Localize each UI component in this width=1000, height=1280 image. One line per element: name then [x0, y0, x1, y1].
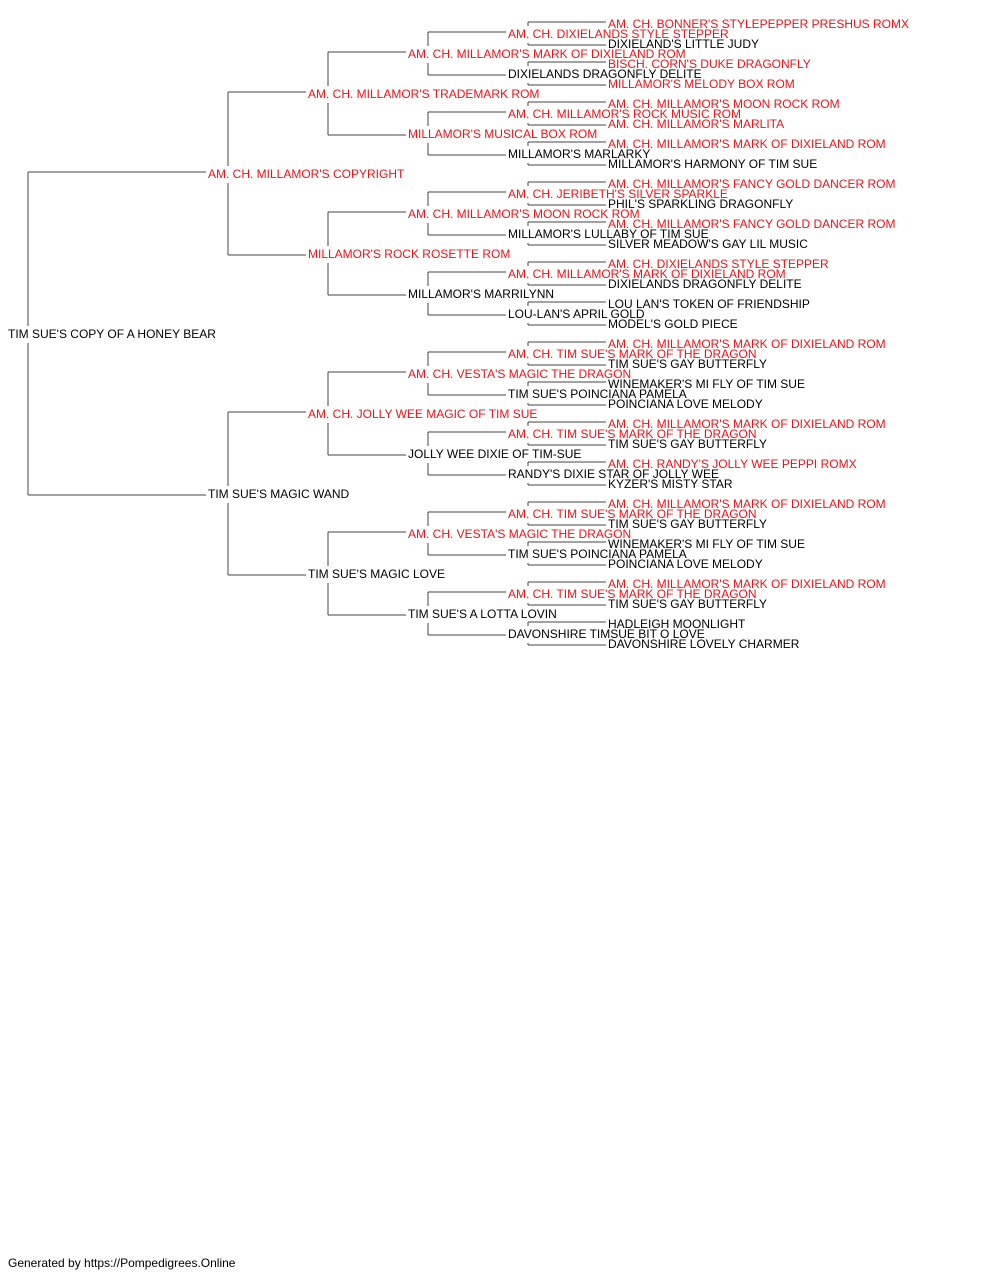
- sire-name: AM. CH. VESTA'S MAGIC THE DRAGON: [408, 367, 631, 381]
- dam-name: DIXIELANDS DRAGONFLY DELITE: [508, 67, 702, 81]
- pedigree-tree: TIM SUE'S COPY OF A HONEY BEAR AM. CH. MI…: [8, 17, 909, 651]
- sire-name: AM. CH. JERIBETH'S SILVER SPARKLE: [508, 187, 728, 201]
- sire-name: AM. CH. DIXIELANDS STYLE STEPPER: [608, 257, 829, 271]
- sire-name: AM. CH. DIXIELANDS STYLE STEPPER: [508, 27, 729, 41]
- dam-name: MILLAMOR'S LULLABY OF TIM SUE: [508, 227, 709, 241]
- sire-name: AM. CH. MILLAMOR'S FANCY GOLD DANCER ROM: [608, 217, 895, 231]
- dam-name: MILLAMOR'S MARLARKY: [508, 147, 650, 161]
- sire-name: AM. CH. BONNER'S STYLEPEPPER PRESHUS ROM…: [608, 17, 909, 31]
- dam-name: JOLLY WEE DIXIE OF TIM-SUE: [408, 447, 581, 461]
- dam-name: DAVONSHIRE LOVELY CHARMER: [608, 637, 800, 651]
- sire-name: AM. CH. MILLAMOR'S ROCK MUSIC ROM: [508, 107, 741, 121]
- sire-name: AM. CH. MILLAMOR'S MARK OF DIXIELAND ROM: [508, 267, 786, 281]
- dam-name: TIM SUE'S POINCIANA PAMELA: [508, 547, 687, 561]
- connector-lines: [27, 21, 606, 646]
- dam-name: LOU-LAN'S APRIL GOLD: [508, 307, 645, 321]
- dam-name: DAVONSHIRE TIMSUE BIT O LOVE: [508, 627, 705, 641]
- dam-name: POINCIANA LOVE MELODY: [608, 397, 763, 411]
- sire-name: BISCH. CORN'S DUKE DRAGONFLY: [608, 57, 811, 71]
- sire-name: LOU LAN'S TOKEN OF FRIENDSHIP: [608, 297, 810, 311]
- sire-name: AM. CH. MILLAMOR'S MARK OF DIXIELAND ROM: [408, 47, 686, 61]
- sire-name: AM. CH. MILLAMOR'S MOON ROCK ROM: [408, 207, 640, 221]
- sire-name: AM. CH. MILLAMOR'S MOON ROCK ROM: [608, 97, 840, 111]
- dam-name: TIM SUE'S GAY BUTTERFLY: [608, 597, 767, 611]
- sire-name: AM. CH. RANDY'S JOLLY WEE PEPPI ROMX: [608, 457, 857, 471]
- sire-name: AM. CH. MILLAMOR'S MARK OF DIXIELAND ROM: [608, 417, 886, 431]
- sire-name: AM. CH. MILLAMOR'S TRADEMARK ROM: [308, 87, 539, 101]
- dam-name: TIM SUE'S MAGIC LOVE: [308, 567, 445, 581]
- dam-name: MILLAMOR'S MUSICAL BOX ROM: [408, 127, 597, 141]
- subject-dog-name: TIM SUE'S COPY OF A HONEY BEAR: [8, 327, 216, 341]
- dam-name: TIM SUE'S GAY BUTTERFLY: [608, 517, 767, 531]
- sire-name: WINEMAKER'S MI FLY OF TIM SUE: [608, 377, 805, 391]
- dam-name: TIM SUE'S GAY BUTTERFLY: [608, 357, 767, 371]
- dam-name: PHIL'S SPARKLING DRAGONFLY: [608, 197, 793, 211]
- sire-name: AM. CH. VESTA'S MAGIC THE DRAGON: [408, 527, 631, 541]
- dam-name: MILLAMOR'S HARMONY OF TIM SUE: [608, 157, 817, 171]
- dam-name: DIXIELAND'S LITTLE JUDY: [608, 37, 759, 51]
- ancestor-labels: TIM SUE'S COPY OF A HONEY BEAR AM. CH. MI…: [8, 17, 909, 651]
- sire-name: AM. CH. JOLLY WEE MAGIC OF TIM SUE: [308, 407, 537, 421]
- sire-name: AM. CH. TIM SUE'S MARK OF THE DRAGON: [508, 587, 757, 601]
- sire-name: AM. CH. MILLAMOR'S FANCY GOLD DANCER ROM: [608, 177, 895, 191]
- dam-name: MODEL'S GOLD PIECE: [608, 317, 738, 331]
- dam-name: POINCIANA LOVE MELODY: [608, 557, 763, 571]
- dam-name: TIM SUE'S GAY BUTTERFLY: [608, 437, 767, 451]
- dam-name: MILLAMOR'S MARRILYNN: [408, 287, 554, 301]
- sire-name: HADLEIGH MOONLIGHT: [608, 617, 746, 631]
- dam-name: TIM SUE'S MAGIC WAND: [208, 487, 350, 501]
- sire-name: AM. CH. TIM SUE'S MARK OF THE DRAGON: [508, 427, 757, 441]
- sire-name: AM. CH. MILLAMOR'S MARK OF DIXIELAND ROM: [608, 577, 886, 591]
- dam-name: KYZER'S MISTY STAR: [608, 477, 733, 491]
- dam-name: MILLAMOR'S MELODY BOX ROM: [608, 77, 795, 91]
- sire-name: AM. CH. MILLAMOR'S MARK OF DIXIELAND ROM: [608, 497, 886, 511]
- dam-name: AM. CH. MILLAMOR'S MARLITA: [608, 117, 784, 131]
- sire-name: AM. CH. MILLAMOR'S COPYRIGHT: [208, 167, 405, 181]
- sire-name: AM. CH. MILLAMOR'S MARK OF DIXIELAND ROM: [608, 137, 886, 151]
- dam-name: RANDY'S DIXIE STAR OF JOLLY WEE: [508, 467, 719, 481]
- sire-name: AM. CH. TIM SUE'S MARK OF THE DRAGON: [508, 347, 757, 361]
- dam-name: SILVER MEADOW'S GAY LIL MUSIC: [608, 237, 808, 251]
- generated-by-footer: Generated by https://Pompedigrees.Online: [8, 1256, 236, 1270]
- dam-name: MILLAMOR'S ROCK ROSETTE ROM: [308, 247, 510, 261]
- sire-name: AM. CH. TIM SUE'S MARK OF THE DRAGON: [508, 507, 757, 521]
- dam-name: TIM SUE'S POINCIANA PAMELA: [508, 387, 687, 401]
- dam-name: TIM SUE'S A LOTTA LOVIN: [408, 607, 557, 621]
- sire-name: AM. CH. MILLAMOR'S MARK OF DIXIELAND ROM: [608, 337, 886, 351]
- dam-name: DIXIELANDS DRAGONFLY DELITE: [608, 277, 802, 291]
- sire-name: WINEMAKER'S MI FLY OF TIM SUE: [608, 537, 805, 551]
